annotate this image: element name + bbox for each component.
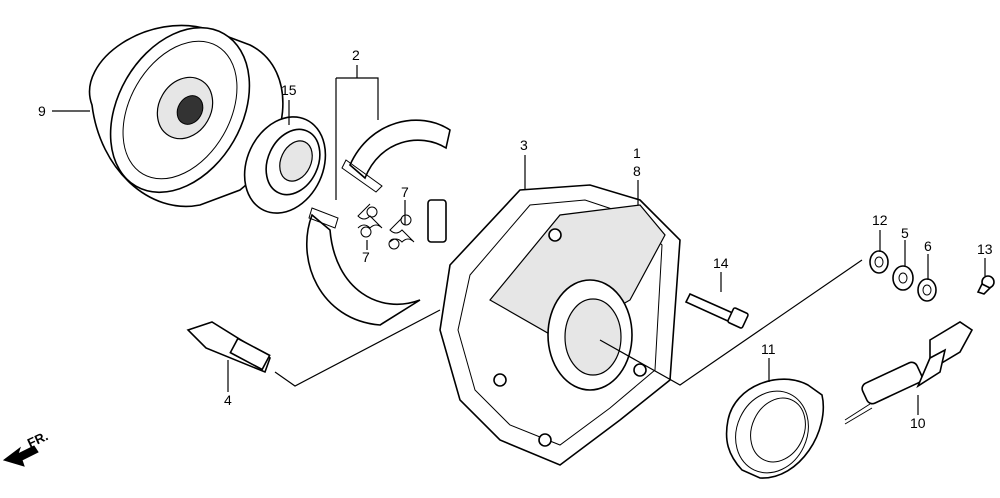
callout-2: 2 [352, 47, 360, 63]
brake-panel [439, 184, 681, 466]
front-arrow-icon [2, 445, 39, 467]
callout-9: 9 [38, 103, 46, 119]
callout-13: 13 [977, 241, 993, 257]
callout-labels: 9 15 2 3 1 8 7 7 4 14 12 5 6 13 11 10 [38, 47, 993, 431]
front-direction-marker: FR. [2, 428, 50, 467]
brake-arm-assembly [844, 321, 974, 425]
callout-7-upper: 7 [401, 184, 409, 200]
callout-15: 15 [281, 82, 297, 98]
spring-right [388, 214, 415, 250]
brake-shoe-lower [305, 207, 421, 326]
bearing [243, 116, 327, 214]
brake-drum [88, 24, 284, 208]
callout-3: 3 [520, 137, 528, 153]
callout-4: 4 [224, 392, 232, 408]
callout-6: 6 [924, 238, 932, 254]
leader-lines [52, 65, 986, 415]
collar [892, 265, 914, 291]
callout-1: 1 [633, 145, 641, 161]
spring-left [357, 203, 383, 238]
callout-11: 11 [761, 341, 776, 357]
bolt [684, 292, 749, 329]
callout-8: 8 [633, 163, 641, 179]
washer [917, 278, 937, 302]
seal [869, 250, 889, 274]
callout-14: 14 [713, 255, 729, 271]
brake-cam [186, 321, 271, 374]
seal-ring [725, 378, 825, 479]
brake-shoe-upper [341, 119, 451, 243]
callout-5: 5 [901, 225, 909, 241]
screw [976, 275, 995, 295]
callout-10: 10 [910, 415, 926, 431]
callout-7-lower: 7 [362, 249, 370, 265]
callout-12: 12 [872, 212, 888, 228]
front-label: FR. [25, 428, 50, 450]
